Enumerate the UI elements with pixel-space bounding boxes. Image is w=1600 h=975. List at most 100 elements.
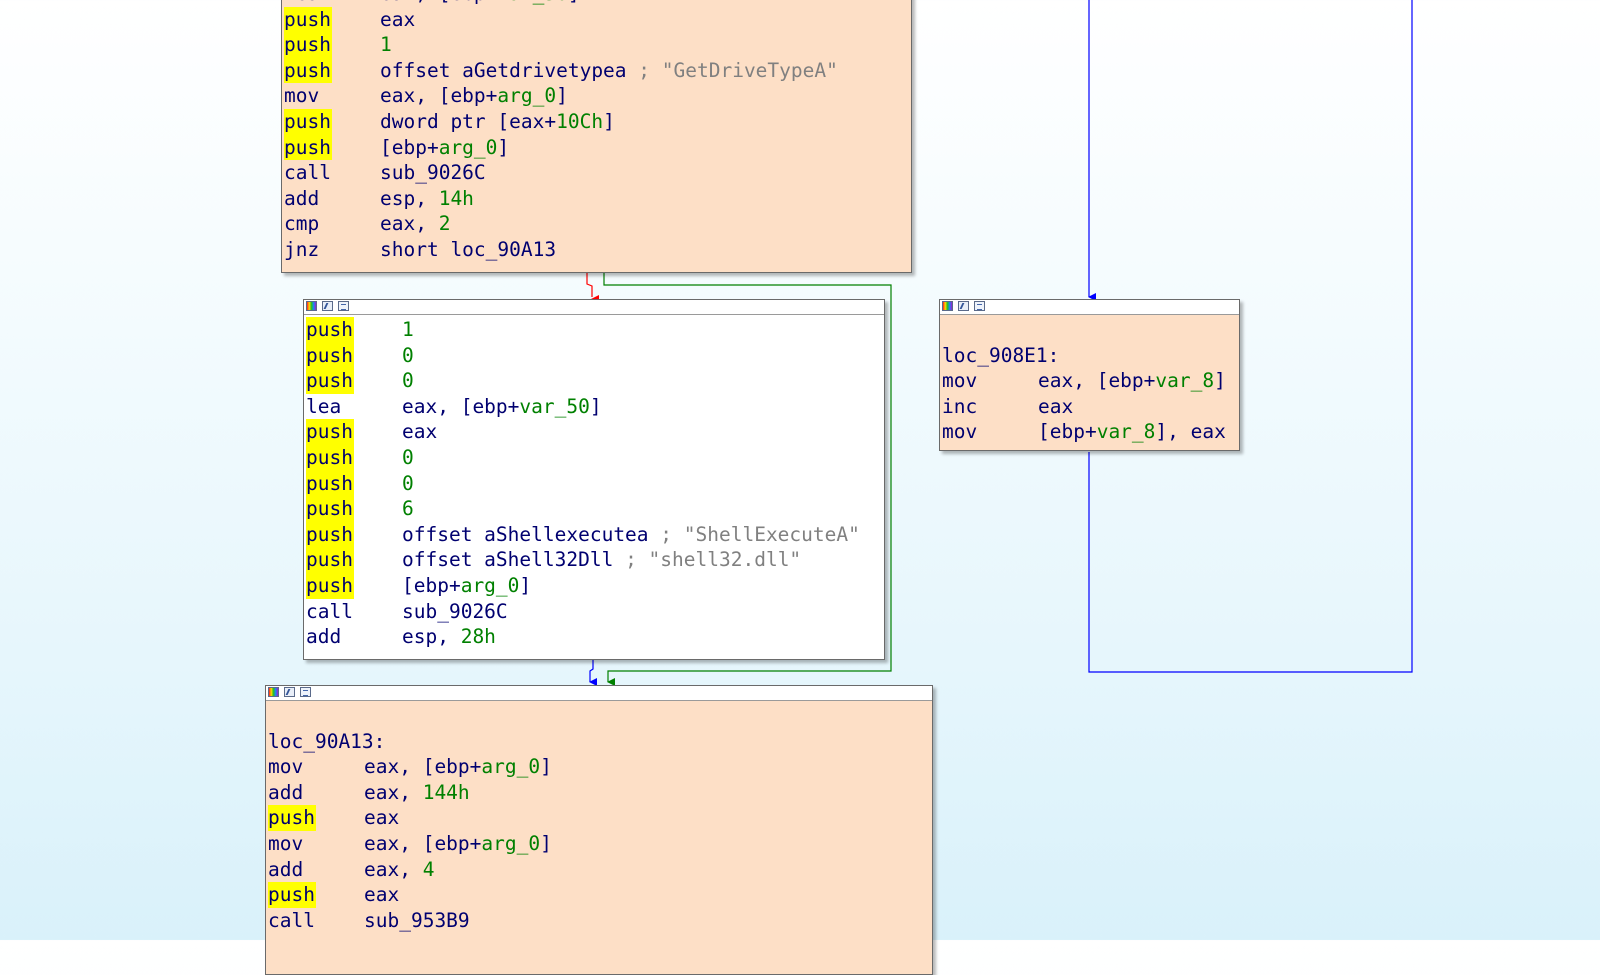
instruction-mnemonic[interactable]: push xyxy=(306,342,354,369)
instruction-mnemonic[interactable]: push xyxy=(284,108,332,135)
instruction-line[interactable]: push 1 xyxy=(306,317,884,343)
instruction-operand[interactable]: esp, xyxy=(402,625,461,649)
instruction-operand[interactable]: var_8 xyxy=(1096,420,1156,444)
instruction-operand[interactable]: eax xyxy=(380,7,416,31)
instruction-mnemonic[interactable]: push xyxy=(306,317,354,343)
instruction-operand[interactable]: eax, [ebp+ xyxy=(380,0,497,5)
instruction-operand[interactable]: [ebp+ xyxy=(402,573,461,597)
instruction-mnemonic[interactable]: push xyxy=(284,32,332,58)
instruction-mnemonic[interactable]: lea xyxy=(284,0,380,7)
instruction-operand[interactable]: offset aShellexecutea xyxy=(402,522,649,546)
instruction-operand[interactable]: eax, [ebp+ xyxy=(380,84,498,108)
instruction-mnemonic[interactable]: push xyxy=(284,57,332,84)
instruction-operand[interactable]: eax, [ebp+ xyxy=(1038,369,1156,393)
instruction-operand[interactable]: 0 xyxy=(402,471,414,495)
instruction-mnemonic[interactable]: push xyxy=(306,368,354,394)
instruction-mnemonic[interactable]: push xyxy=(306,419,354,445)
instruction-operand[interactable]: arg_0 xyxy=(497,84,557,108)
instruction-line[interactable]: push 0 xyxy=(306,342,884,369)
instruction-operand[interactable]: arg_0 xyxy=(438,135,498,159)
instruction-operand[interactable]: var_50 xyxy=(519,394,590,418)
instruction-operand[interactable]: sub_9026C xyxy=(402,599,508,623)
instruction-operand[interactable]: short loc_90A13 xyxy=(380,237,557,261)
instruction-operand[interactable]: eax xyxy=(364,883,400,907)
instruction-operand[interactable]: ] xyxy=(603,109,615,133)
instruction-operand[interactable]: 1 xyxy=(402,318,414,341)
instruction-operand[interactable]: arg_0 xyxy=(481,755,541,779)
instruction-operand[interactable]: 10Ch xyxy=(556,109,604,133)
instruction-mnemonic[interactable]: push xyxy=(268,882,316,908)
instruction-operand[interactable]: 0 xyxy=(402,343,414,367)
instruction-mnemonic[interactable]: add xyxy=(268,780,304,804)
graph-overview-icon[interactable] xyxy=(942,301,953,311)
instruction-operand[interactable]: offset aGetdrivetypea xyxy=(380,58,627,82)
instruction-mnemonic[interactable]: push xyxy=(306,470,354,497)
instruction-mnemonic[interactable]: call xyxy=(306,599,353,623)
instruction-mnemonic[interactable]: push xyxy=(306,496,354,522)
instruction-operand[interactable]: eax, xyxy=(364,780,423,804)
instruction-operand[interactable]: var_8 xyxy=(1155,369,1215,393)
instruction-operand[interactable]: sub_953B9 xyxy=(364,908,470,932)
instruction-mnemonic[interactable]: push xyxy=(306,547,354,573)
instruction-operand[interactable]: ] xyxy=(519,573,532,597)
instruction-mnemonic[interactable]: call xyxy=(284,161,331,185)
instruction-operand[interactable]: 2 xyxy=(438,212,451,236)
instruction-mnemonic[interactable]: mov xyxy=(942,369,978,393)
instruction-operand[interactable]: [ebp+ xyxy=(380,135,439,159)
listing-view-icon[interactable] xyxy=(974,301,985,311)
instruction-operand[interactable]: ] xyxy=(589,394,602,418)
instruction-mnemonic[interactable]: push xyxy=(284,134,332,161)
instruction-mnemonic[interactable]: call xyxy=(268,908,315,932)
instruction-operand[interactable]: ], eax xyxy=(1155,420,1226,444)
instruction-mnemonic[interactable]: inc xyxy=(942,394,978,418)
instruction-mnemonic[interactable]: push xyxy=(306,444,354,471)
instruction-line[interactable]: push eax xyxy=(268,882,932,908)
instruction-operand[interactable]: eax, xyxy=(380,212,439,236)
instruction-operand[interactable]: 6 xyxy=(402,497,414,521)
instruction-line[interactable]: call sub_9026C xyxy=(306,599,884,625)
instruction-mnemonic[interactable]: mov xyxy=(268,831,304,855)
instruction-operand[interactable]: ] xyxy=(568,0,580,5)
instruction-operand[interactable]: eax xyxy=(1038,394,1074,418)
instruction-comment[interactable]: ; "GetDriveTypeA" xyxy=(626,58,838,82)
instruction-operand[interactable]: eax, [ebp+ xyxy=(364,755,482,779)
instruction-operand[interactable]: offset aShell32Dll xyxy=(402,548,614,572)
instruction-line[interactable]: mov [ebp+var_8], eax xyxy=(942,419,1239,445)
instruction-operand[interactable]: eax, [ebp+ xyxy=(364,831,482,855)
listing-view-icon[interactable] xyxy=(338,301,349,311)
listing-view-icon[interactable] xyxy=(300,687,311,697)
location-label[interactable]: loc_908E1: xyxy=(942,343,1060,367)
instruction-mnemonic[interactable]: mov xyxy=(284,84,320,108)
instruction-mnemonic[interactable]: push xyxy=(268,805,316,831)
instruction-operand[interactable]: eax xyxy=(364,806,400,830)
instruction-operand[interactable]: ] xyxy=(497,135,510,159)
instruction-mnemonic[interactable]: mov xyxy=(942,420,978,444)
instruction-line[interactable]: push [ebp+arg_0] xyxy=(284,134,911,161)
instruction-operand[interactable]: dword ptr [eax+ xyxy=(380,109,557,133)
instruction-mnemonic[interactable]: mov xyxy=(268,755,304,779)
instruction-line[interactable]: push eax xyxy=(268,805,932,831)
instruction-line[interactable]: push[ebp+arg_0] xyxy=(306,572,884,599)
instruction-operand[interactable]: eax, [ebp+ xyxy=(402,394,520,418)
instruction-operand[interactable]: [ebp+ xyxy=(1038,420,1097,444)
instruction-line[interactable]: push 6 xyxy=(306,496,884,522)
instruction-operand[interactable]: var_50 xyxy=(497,0,567,5)
